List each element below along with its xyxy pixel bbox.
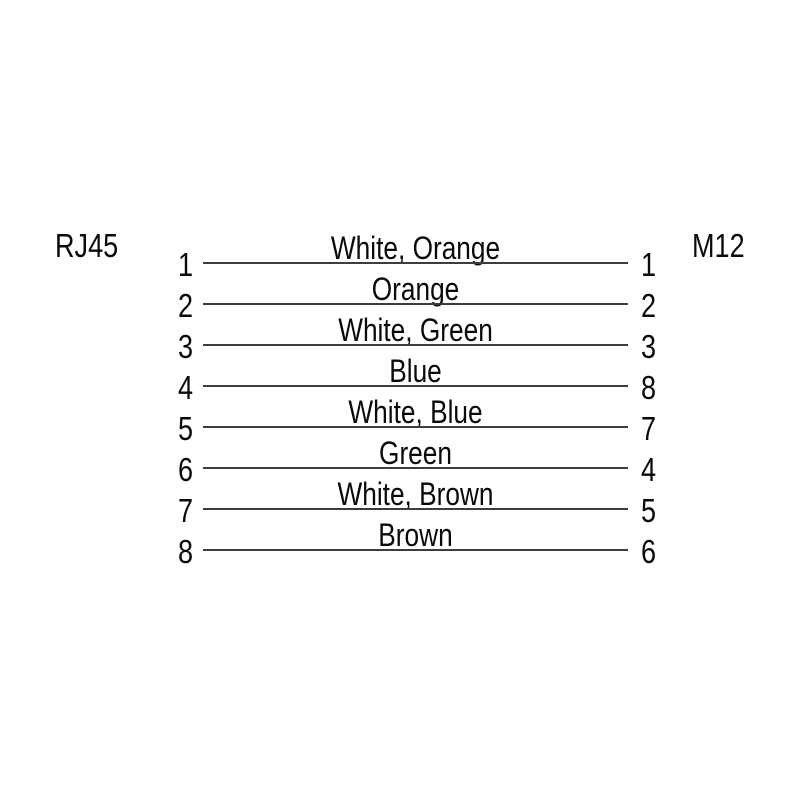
pin-number-right: 3 <box>641 328 657 365</box>
wire-color-label: White, Orange <box>330 230 501 266</box>
pin-number-right: 7 <box>641 410 657 447</box>
pin-number-right: 1 <box>641 246 657 283</box>
pin-number-left: 8 <box>177 533 193 570</box>
wire-line <box>203 426 628 428</box>
pin-number-left: 1 <box>177 246 193 283</box>
wire-line <box>203 303 628 305</box>
wire-line <box>203 467 628 469</box>
wire-line <box>203 262 628 264</box>
wire-color-label: Orange <box>371 271 460 307</box>
right-connector-label: M12 <box>692 227 745 264</box>
wire-line <box>203 549 628 551</box>
pin-number-right: 5 <box>641 492 657 529</box>
wire-color-label: White, Green <box>338 312 493 348</box>
pin-number-left: 3 <box>177 328 193 365</box>
wire-color-label: Brown <box>378 517 453 553</box>
pin-number-right: 2 <box>641 287 657 324</box>
pin-number-left: 2 <box>177 287 193 324</box>
wire-color-label: Blue <box>389 353 442 389</box>
pin-number-right: 6 <box>641 533 657 570</box>
pin-number-left: 5 <box>177 410 193 447</box>
pin-number-left: 6 <box>177 451 193 488</box>
wire-color-label: White, Brown <box>337 476 494 512</box>
wire-color-label: Green <box>379 435 452 471</box>
pin-number-left: 7 <box>177 492 193 529</box>
wire-color-label: White, Blue <box>348 394 483 430</box>
pin-number-right: 4 <box>641 451 657 488</box>
wire-line <box>203 385 628 387</box>
wire-line <box>203 508 628 510</box>
wire-line <box>203 344 628 346</box>
pin-number-right: 8 <box>641 369 657 406</box>
left-connector-label: RJ45 <box>55 227 119 264</box>
pin-number-left: 4 <box>177 369 193 406</box>
